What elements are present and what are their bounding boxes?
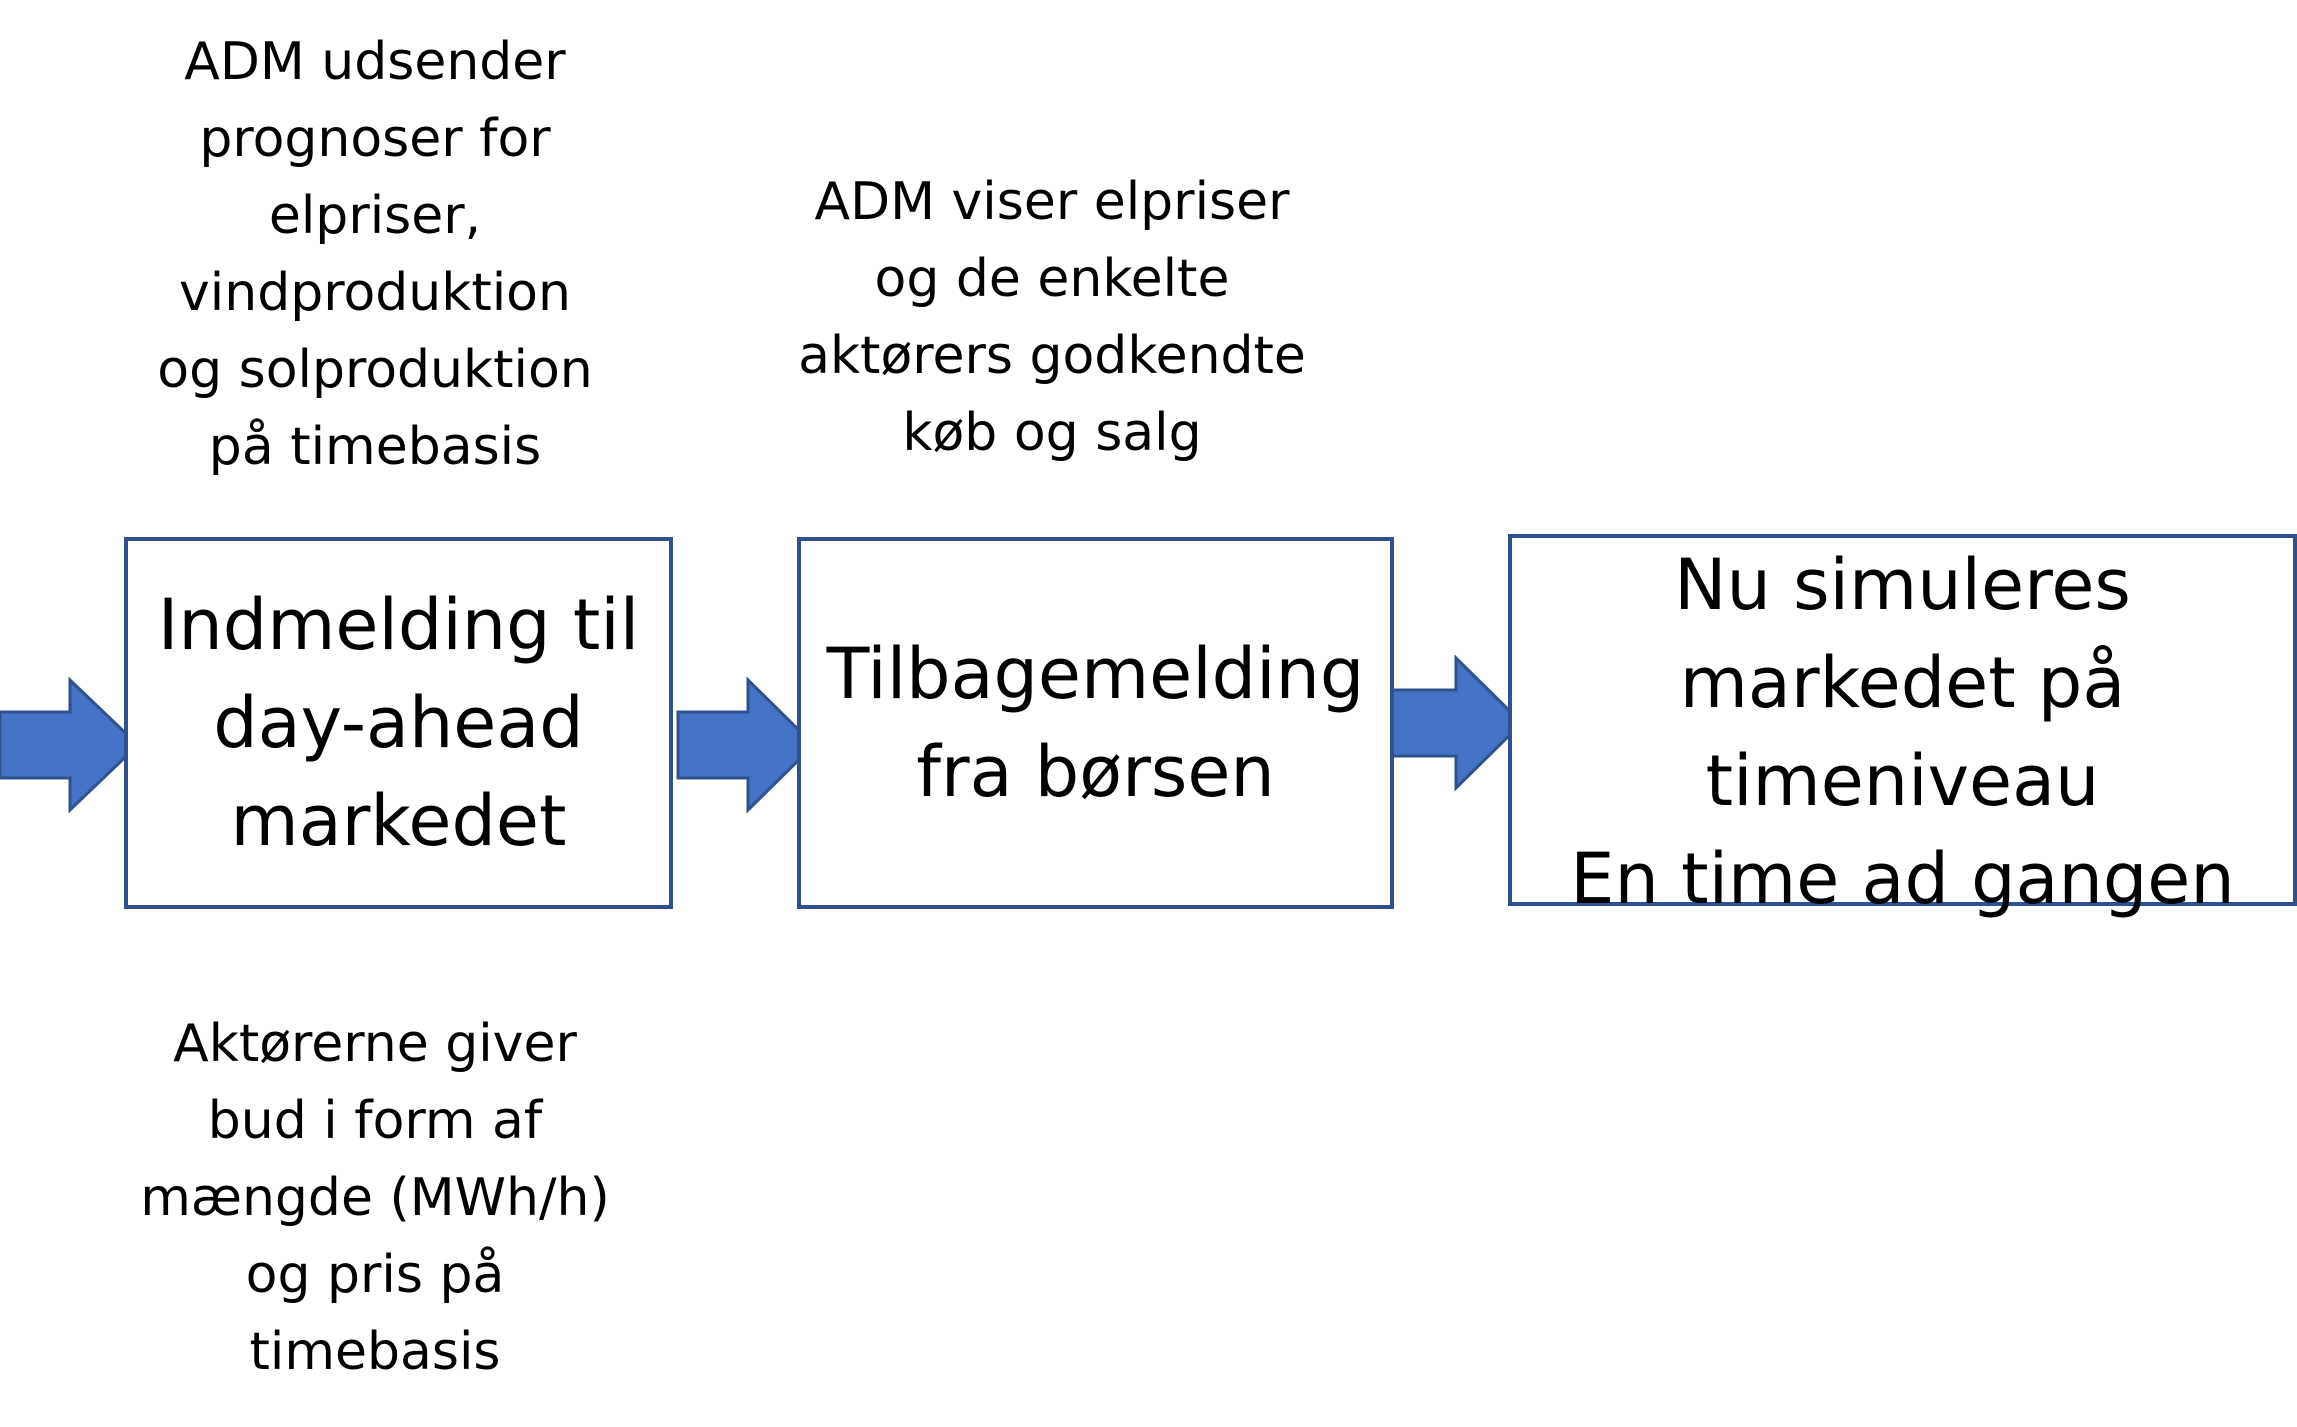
note-forecasts: ADM udsender prognoser for elpriser, vin… (157, 32, 593, 477)
box-day-ahead-submission-label: Indmelding til day-ahead markedet (157, 584, 640, 862)
box-hourly-simulation: Nu simuleres markedet på timeniveau En t… (1508, 534, 2297, 920)
box-exchange-feedback: Tilbagemelding fra børsen (797, 537, 1394, 909)
entry-arrow (0, 676, 141, 814)
note-prices-trades: ADM viser elpriser og de enkelte aktører… (798, 172, 1306, 463)
box-hourly-simulation-label: Nu simuleres markedet på timeniveau En t… (1570, 544, 2235, 920)
box-exchange-feedback-label: Tilbagemelding fra børsen (826, 633, 1365, 813)
arrow-box2-to-box3 (1384, 654, 1525, 792)
box-day-ahead-submission: Indmelding til day-ahead markedet (124, 537, 673, 909)
arrow-box1-to-box2 (676, 676, 817, 814)
note-bids: Aktørerne giver bud i form af mængde (MW… (140, 1014, 610, 1382)
